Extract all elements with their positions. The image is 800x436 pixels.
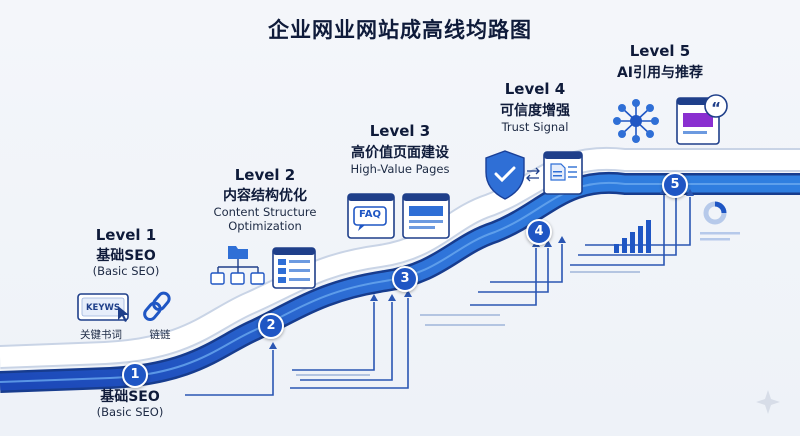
level-2-cn-name: 内容结构优化 <box>223 188 307 204</box>
step-2-badge: 2 <box>258 313 284 339</box>
swap-arrows-icon <box>526 167 540 182</box>
shield-check-icon <box>485 150 525 200</box>
level-1-label: Level 1 <box>95 226 157 244</box>
level-5-label: Level 5 <box>629 42 691 60</box>
keywords-caption: 关键书词 <box>80 329 122 341</box>
blue-road <box>0 171 800 393</box>
guide-lines <box>296 271 640 376</box>
keyboard-text: KEYWS <box>85 303 121 313</box>
level-3-en-name: High-Value Pages <box>350 162 450 176</box>
step-4-badge: 4 <box>526 219 552 245</box>
level-3-label: Level 3 <box>369 122 431 140</box>
level-4-label: Level 4 <box>504 80 566 98</box>
level-2-label: Level 2 <box>234 166 296 184</box>
links-caption: 链链 <box>149 329 171 341</box>
level-4-en-name: Trust Signal <box>501 120 569 134</box>
folder-sitemap-icon <box>210 246 265 285</box>
level-1-en-name: (Basic SEO) <box>92 264 160 278</box>
level-1-cn-name: 基础SEO <box>96 248 156 264</box>
level-3-cn-name: 高价值页面建设 <box>351 145 449 161</box>
faq-icon <box>347 193 395 239</box>
faq-text: FAQ <box>359 209 381 220</box>
chain-link-icon <box>143 291 171 322</box>
page-title: 企业网业网站成高线均路图 <box>268 18 532 42</box>
level-2-en-line2: Optimization <box>228 219 302 233</box>
quote-bubble-icon: “ <box>676 94 728 145</box>
sparkle-icon <box>756 390 780 414</box>
keyboard-icon <box>77 293 129 321</box>
cursor-icon <box>118 306 129 322</box>
network-node-icon <box>613 99 659 143</box>
step-5-badge: 5 <box>662 172 688 198</box>
donut-chart-icon <box>700 201 740 241</box>
step-1-badge: 1 <box>122 362 148 388</box>
webpage-icon <box>402 193 450 239</box>
level-2-en-line1: Content Structure <box>213 205 317 219</box>
step-3-badge: 3 <box>392 266 418 292</box>
white-road <box>0 146 800 369</box>
bottom-cn-name: 基础SEO <box>100 389 160 405</box>
webpage-icon <box>272 247 316 289</box>
progress-arrows <box>185 195 691 396</box>
svg-text:“: “ <box>711 99 721 117</box>
level-4-cn-name: 可信度增强 <box>500 103 570 119</box>
level-5-cn-name: AI引用与推荐 <box>616 65 704 81</box>
bottom-en-name: (Basic SEO) <box>96 405 164 419</box>
document-icon <box>543 151 583 195</box>
bar-chart-icon <box>614 220 651 253</box>
